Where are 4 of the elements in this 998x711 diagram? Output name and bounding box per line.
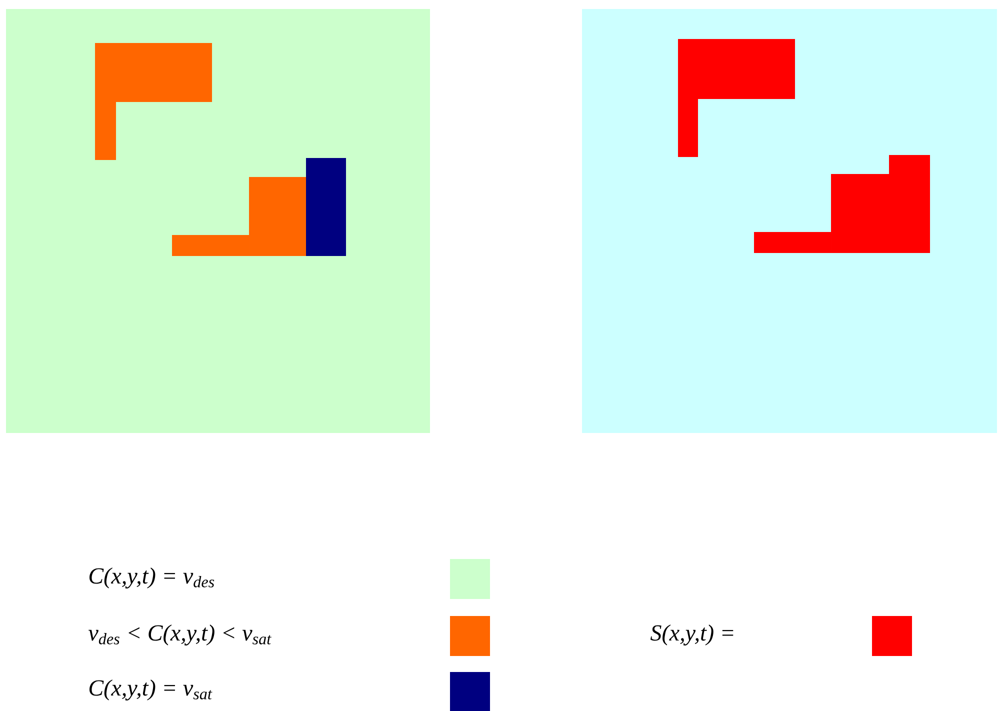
legend-label: C(x,y,t) = v$_{des}$ <box>90 568 214 588</box>
legend-label: v$_{des}$ < C(x,y,t) < v$_{sat}$ <box>88 624 272 646</box>
legend-label: S(x,y,t) = <box>650 624 734 646</box>
legend-label: C(x,y,t) = v$_{sat}$ <box>90 680 212 700</box>
